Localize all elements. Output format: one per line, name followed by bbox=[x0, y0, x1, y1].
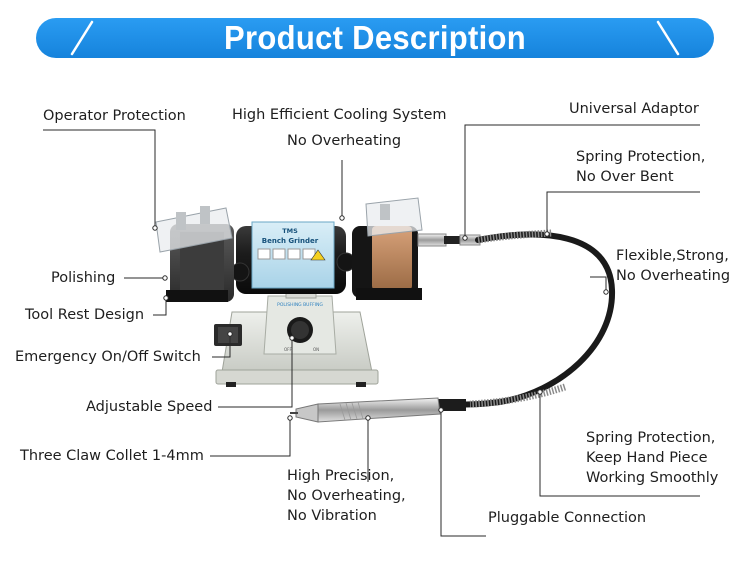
brand-label: TMS bbox=[282, 227, 298, 235]
label-spring-protection-2: Spring Protection, Keep Hand Piece Worki… bbox=[586, 430, 719, 486]
label-spring-protection-1: Spring Protection, No Over Bent bbox=[576, 149, 706, 185]
model-label: Bench Grinder bbox=[262, 237, 319, 245]
flexible-shaft bbox=[442, 231, 616, 408]
panel-label: POLISHING BUFFING bbox=[277, 302, 323, 308]
page-title: Product Description bbox=[224, 18, 526, 57]
grinder-base: POLISHING BUFFING OFF ON bbox=[214, 295, 379, 387]
svg-text:OFF: OFF bbox=[284, 347, 292, 352]
label-operator-protection: Operator Protection bbox=[43, 108, 186, 124]
label-pluggable: Pluggable Connection bbox=[488, 510, 647, 526]
label-emergency-switch: Emergency On/Off Switch bbox=[15, 349, 201, 365]
leader-lines bbox=[43, 124, 700, 537]
label-tool-rest: Tool Rest Design bbox=[25, 307, 145, 323]
motor-body: TMS Bench Grinder bbox=[230, 221, 356, 294]
label-universal-adaptor: Universal Adaptor bbox=[569, 101, 699, 117]
label-high-precision: High Precision, No Overheating, No Vibra… bbox=[287, 468, 406, 524]
label-collet: Three Claw Collet 1-4mm bbox=[20, 448, 204, 464]
banner-shape bbox=[36, 18, 714, 58]
header-banner: Product Description bbox=[36, 18, 714, 58]
hand-piece bbox=[290, 397, 466, 423]
right-polishing-wheel bbox=[352, 197, 423, 300]
label-cooling-system: High Efficient Cooling System bbox=[232, 107, 447, 123]
universal-adaptor bbox=[417, 233, 481, 247]
leader-dots bbox=[152, 215, 609, 421]
label-polishing: Polishing bbox=[51, 270, 116, 286]
svg-text:ON: ON bbox=[313, 347, 319, 352]
label-flexible: Flexible,Strong, No Overheating bbox=[616, 248, 731, 284]
left-grinding-wheel bbox=[155, 206, 234, 302]
diagonal-stripe-icon bbox=[70, 20, 680, 56]
label-adjustable-speed: Adjustable Speed bbox=[86, 399, 213, 415]
label-no-overheating: No Overheating bbox=[287, 133, 402, 149]
